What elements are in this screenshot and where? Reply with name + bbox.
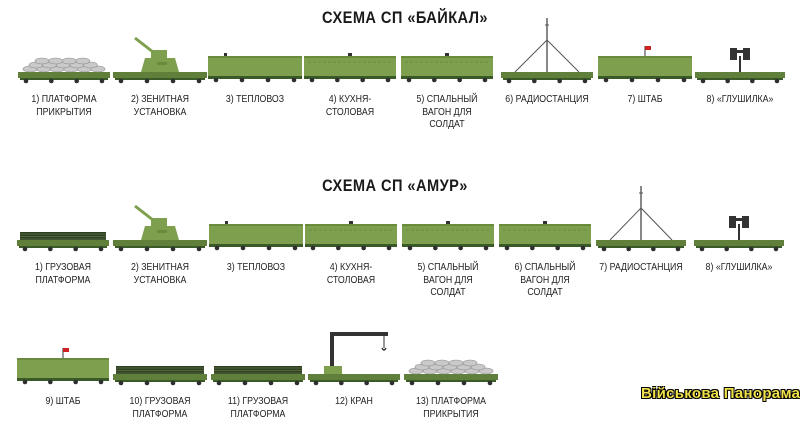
car-caption-line: 12) КРАН	[310, 396, 398, 409]
car-caption-line: СОЛДАТ	[403, 119, 491, 132]
car-caption: 8) «ГЛУШИЛКА»	[696, 94, 784, 107]
car-caption-line: ВАГОН ДЛЯ	[404, 275, 492, 288]
car-caption-line: ПРИКРЫТИЯ	[407, 409, 495, 422]
car-caption-line: СОЛДАТ	[404, 287, 492, 300]
radio-mast-icon	[596, 186, 686, 251]
sleeping-car-icon	[401, 53, 493, 82]
car-caption-line: ПЛАТФОРМА	[116, 409, 204, 422]
hq-car-icon	[598, 46, 692, 82]
car-caption-line: 3) ТЕПЛОВОЗ	[212, 262, 300, 275]
locomotive-icon	[209, 221, 303, 250]
sleeping-car-icon	[402, 221, 494, 250]
car-caption-line: СТОЛОВАЯ	[307, 275, 395, 288]
car-caption: 3) ТЕПЛОВОЗ	[212, 262, 300, 275]
car-caption-line: ПЛАТФОРМА	[19, 275, 107, 288]
car-caption-line: 5) СПАЛЬНЫЙ	[403, 94, 491, 107]
car-caption-line: 9) ШТАБ	[19, 396, 107, 409]
car-caption: 12) КРАН	[310, 396, 398, 409]
car-caption-line: СОЛДАТ	[501, 287, 589, 300]
car-caption-line: ВАГОН ДЛЯ	[501, 275, 589, 288]
car-caption-line: 10) ГРУЗОВАЯ	[116, 396, 204, 409]
radio-mast-icon	[501, 18, 593, 83]
kitchen-car-icon	[304, 53, 396, 82]
anti-aircraft-gun-icon	[113, 38, 207, 83]
car-caption-line: ПРИКРЫТИЯ	[20, 107, 108, 120]
sleeping-car-icon	[499, 221, 591, 250]
car-caption-line: 3) ТЕПЛОВОЗ	[211, 94, 299, 107]
jammer-icon	[694, 216, 784, 251]
crane-icon	[308, 332, 400, 385]
cargo-platform-icon	[211, 366, 305, 385]
car-caption-line: 6) СПАЛЬНЫЙ	[501, 262, 589, 275]
watermark-logo: Військова Панорама	[641, 385, 789, 410]
anti-aircraft-gun-icon	[113, 206, 207, 251]
jammer-icon	[695, 48, 785, 83]
sandbag-platform-icon	[404, 360, 498, 385]
car-caption: 6) РАДИОСТАНЦИЯ	[503, 94, 591, 107]
car-caption: 3) ТЕПЛОВОЗ	[211, 94, 299, 107]
car-caption: 7) РАДИОСТАНЦИЯ	[597, 262, 685, 275]
car-caption-line: 8) «ГЛУШИЛКА»	[696, 94, 784, 107]
cargo-platform-icon	[113, 366, 207, 385]
car-caption-line: 2) ЗЕНИТНАЯ	[116, 262, 204, 275]
car-caption-line: ВАГОН ДЛЯ	[403, 107, 491, 120]
car-caption-line: 11) ГРУЗОВАЯ	[214, 396, 302, 409]
car-caption: 8) «ГЛУШИЛКА»	[695, 262, 783, 275]
car-caption-line: 6) РАДИОСТАНЦИЯ	[503, 94, 591, 107]
car-caption: 7) ШТАБ	[601, 94, 689, 107]
car-caption-line: 7) РАДИОСТАНЦИЯ	[597, 262, 685, 275]
hq-car-icon	[17, 348, 109, 384]
car-caption: 4) КУХНЯ-СТОЛОВАЯ	[307, 262, 395, 287]
kitchen-car-icon	[305, 221, 397, 250]
car-caption-line: 13) ПЛАТФОРМА	[407, 396, 495, 409]
car-caption-line: УСТАНОВКА	[116, 107, 204, 120]
cargo-platform-icon	[17, 232, 109, 251]
car-caption-line: 8) «ГЛУШИЛКА»	[695, 262, 783, 275]
car-caption-line: 1) ГРУЗОВАЯ	[19, 262, 107, 275]
car-caption-line: 1) ПЛАТФОРМА	[20, 94, 108, 107]
car-caption: 4) КУХНЯ-СТОЛОВАЯ	[306, 94, 394, 119]
car-caption-line: СТОЛОВАЯ	[306, 107, 394, 120]
car-caption-line: 5) СПАЛЬНЫЙ	[404, 262, 492, 275]
car-caption-line: 4) КУХНЯ-	[307, 262, 395, 275]
car-caption-line: 7) ШТАБ	[601, 94, 689, 107]
car-caption-line: 4) КУХНЯ-	[306, 94, 394, 107]
car-caption-line: 2) ЗЕНИТНАЯ	[116, 94, 204, 107]
car-caption-line: УСТАНОВКА	[116, 275, 204, 288]
car-caption-line: ПЛАТФОРМА	[214, 409, 302, 422]
sandbag-platform-icon	[18, 58, 110, 83]
car-caption: 9) ШТАБ	[19, 396, 107, 409]
locomotive-icon	[208, 53, 302, 82]
